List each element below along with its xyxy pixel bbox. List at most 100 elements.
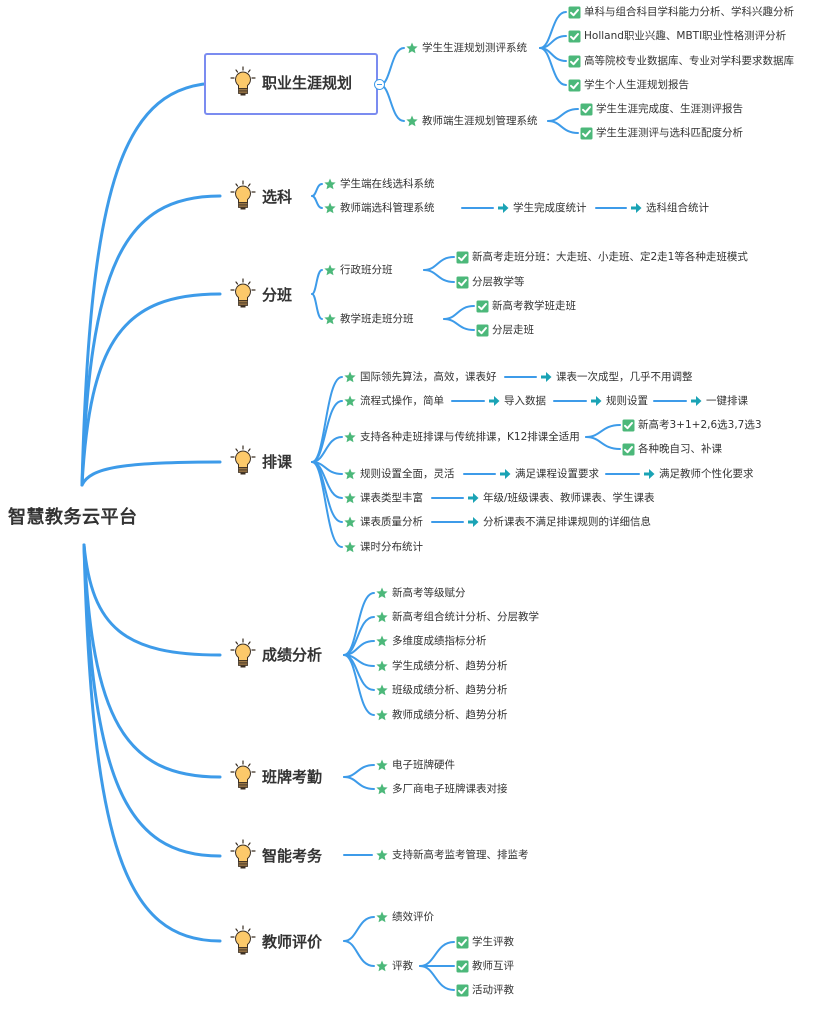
main-topic-class-division[interactable]: 分班 — [228, 278, 292, 310]
subtopic[interactable]: 电子班牌硬件 — [376, 757, 455, 773]
main-topic-class-board[interactable]: 班牌考勤 — [228, 760, 322, 792]
main-topic-scheduling[interactable]: 排课 — [228, 445, 292, 477]
check-item[interactable]: 高等院校专业数据库、专业对学科要求数据库 — [568, 53, 794, 69]
check-item-label: 学生评教 — [472, 936, 514, 948]
branch-connector — [379, 47, 405, 86]
check-item-label: 学生生涯测评与选科匹配度分析 — [596, 127, 743, 139]
checkbox-checked-icon[interactable] — [580, 127, 593, 140]
check-item[interactable]: 各种晚自习、补课 — [622, 441, 722, 457]
star-icon — [344, 431, 356, 443]
main-topic-career[interactable]: 职业生涯规划 — [228, 66, 352, 98]
subtopic[interactable]: 新高考等级赋分 — [376, 585, 466, 601]
chain-item[interactable]: 一键排课 — [690, 393, 748, 409]
check-item[interactable]: 活动评教 — [456, 982, 514, 998]
selection-frame[interactable] — [204, 53, 378, 115]
subtopic[interactable]: 绩效评价 — [376, 909, 434, 925]
subtopic-label: 新高考等级赋分 — [392, 587, 466, 599]
subtopic[interactable]: 规则设置全面，灵活 — [344, 466, 455, 482]
checkbox-checked-icon[interactable] — [476, 324, 489, 337]
subtopic[interactable]: 班级成绩分析、趋势分析 — [376, 682, 508, 698]
subtopic[interactable]: 教师成绩分析、趋势分析 — [376, 707, 508, 723]
checkbox-checked-icon[interactable] — [622, 419, 635, 432]
chain-item[interactable]: 课表一次成型，几乎不用调整 — [540, 369, 693, 385]
check-item[interactable]: 学生生涯完成度、生涯测评报告 — [580, 101, 743, 117]
branch-connector — [343, 776, 375, 790]
subtopic[interactable]: 行政班分班 — [324, 262, 393, 278]
checkbox-checked-icon[interactable] — [456, 251, 469, 264]
chain-item[interactable]: 规则设置 — [590, 393, 648, 409]
arrow-right-icon — [489, 396, 500, 406]
subtopic[interactable]: 新高考组合统计分析、分层教学 — [376, 609, 539, 625]
subtopic[interactable]: 学生成绩分析、趋势分析 — [376, 658, 508, 674]
check-item[interactable]: Holland职业兴趣、MBTI职业性格测评分析 — [568, 28, 786, 44]
main-topic-teacher-evaluation[interactable]: 教师评价 — [228, 925, 322, 957]
root-connector — [82, 543, 222, 779]
branch-connector — [419, 941, 455, 967]
chain-item[interactable]: 选科组合统计 — [630, 200, 709, 216]
checkbox-checked-icon[interactable] — [568, 6, 581, 19]
chain-item[interactable]: 满足教师个性化要求 — [643, 466, 754, 482]
checkbox-checked-icon[interactable] — [456, 276, 469, 289]
check-item[interactable]: 新高考走班分班：大走班、小走班、定2走1等各种走班模式 — [456, 249, 748, 265]
subtopic[interactable]: 支持各种走班排课与传统排课，K12排课全适用 — [344, 429, 580, 445]
star-icon — [376, 587, 388, 599]
subtopic[interactable]: 教师端选科管理系统 — [324, 200, 435, 216]
main-topic-exam-affairs[interactable]: 智能考务 — [228, 839, 322, 871]
subtopic-label: 电子班牌硬件 — [392, 759, 455, 771]
checkbox-checked-icon[interactable] — [568, 79, 581, 92]
star-icon — [376, 759, 388, 771]
star-icon — [324, 264, 336, 276]
main-topic-label: 分班 — [262, 285, 293, 304]
subtopic[interactable]: 多维度成绩指标分析 — [376, 633, 487, 649]
chain-item[interactable]: 分析课表不满足排课规则的详细信息 — [467, 514, 651, 530]
subtopic[interactable]: 教师端生涯规划管理系统 — [406, 113, 538, 129]
chain-item[interactable]: 年级/班级课表、教师课表、学生课表 — [467, 490, 655, 506]
subtopic[interactable]: 学生端在线选科系统 — [324, 176, 435, 192]
check-item-label: 高等院校专业数据库、专业对学科要求数据库 — [584, 55, 794, 67]
subtopic[interactable]: 学生生涯规划测评系统 — [406, 40, 527, 56]
star-icon — [376, 849, 388, 861]
checkbox-checked-icon[interactable] — [568, 30, 581, 43]
subtopic[interactable]: 流程式操作，简单 — [344, 393, 444, 409]
check-item[interactable]: 单科与组合科目学科能力分析、学科兴趣分析 — [568, 4, 794, 20]
subtopic[interactable]: 课表质量分析 — [344, 514, 423, 530]
checkbox-checked-icon[interactable] — [580, 103, 593, 116]
chain-item[interactable]: 满足课程设置要求 — [499, 466, 599, 482]
branch-connector — [539, 47, 567, 86]
chain-item[interactable]: 导入数据 — [488, 393, 546, 409]
subtopic[interactable]: 多厂商电子班牌课表对接 — [376, 781, 508, 797]
subtopic[interactable]: 课表类型丰富 — [344, 490, 423, 506]
checkbox-checked-icon[interactable] — [476, 300, 489, 313]
subtopic[interactable]: 教学班走班分班 — [324, 311, 414, 327]
checkbox-checked-icon[interactable] — [622, 443, 635, 456]
subtopic[interactable]: 支持新高考监考管理、排监考 — [376, 847, 529, 863]
subtopic[interactable]: 评教 — [376, 958, 413, 974]
chain-item-label: 学生完成度统计 — [513, 202, 587, 214]
check-item[interactable]: 学生生涯测评与选科匹配度分析 — [580, 125, 743, 141]
chain-item[interactable]: 学生完成度统计 — [497, 200, 587, 216]
check-item[interactable]: 新高考3+1+2,6选3,7选3 — [622, 417, 762, 433]
branch-connector — [379, 84, 405, 122]
checkbox-checked-icon[interactable] — [568, 55, 581, 68]
checkbox-checked-icon[interactable] — [456, 984, 469, 997]
check-item[interactable]: 分层走班 — [476, 322, 534, 338]
star-icon — [344, 468, 356, 480]
check-item-label: 分层走班 — [492, 324, 534, 336]
subtopic[interactable]: 课时分布统计 — [344, 539, 423, 555]
check-item[interactable]: 分层教学等 — [456, 274, 525, 290]
subtopic-label: 新高考组合统计分析、分层教学 — [392, 611, 539, 623]
main-topic-score-analysis[interactable]: 成绩分析 — [228, 638, 322, 670]
minus-circle-icon[interactable] — [374, 79, 385, 90]
subtopic[interactable]: 国际领先算法，高效，课表好 — [344, 369, 497, 385]
check-item[interactable]: 学生评教 — [456, 934, 514, 950]
checkbox-checked-icon[interactable] — [456, 936, 469, 949]
checkbox-checked-icon[interactable] — [456, 960, 469, 973]
main-topic-subject-selection[interactable]: 选科 — [228, 180, 292, 212]
star-icon — [324, 202, 336, 214]
check-item[interactable]: 学生个人生涯规划报告 — [568, 77, 689, 93]
lightbulb-icon — [230, 180, 256, 210]
root-topic[interactable]: 智慧教务云平台 — [8, 507, 138, 528]
check-item[interactable]: 新高考教学班走班 — [476, 298, 576, 314]
check-item[interactable]: 教师互评 — [456, 958, 514, 974]
